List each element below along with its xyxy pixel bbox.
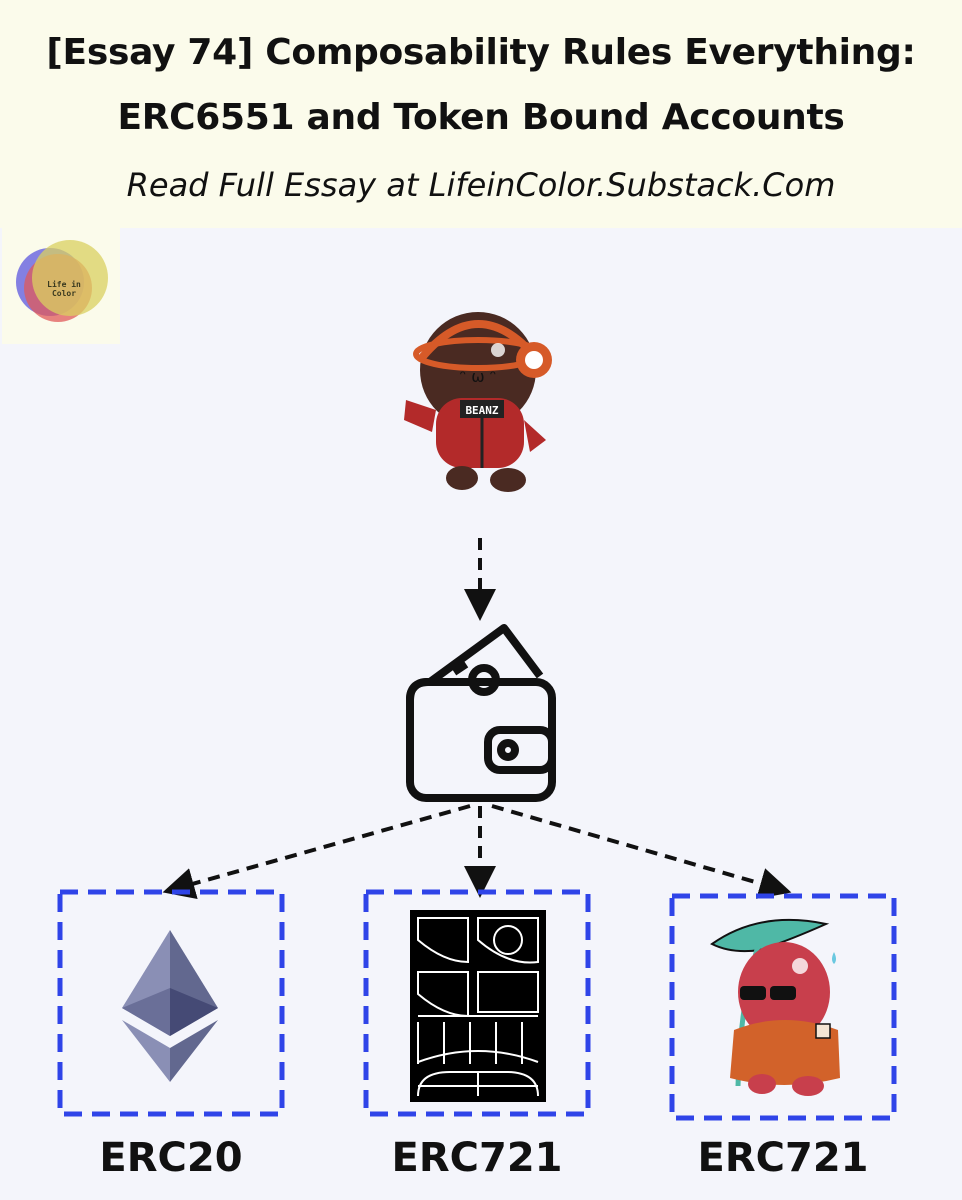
beanz-character-nft: ᵔ ω ᵔ BEANZ: [404, 312, 552, 492]
svg-text:BEANZ: BEANZ: [465, 404, 498, 417]
abstract-nft-art: [410, 910, 546, 1102]
logo-circles-icon: [16, 240, 108, 322]
wallet-icon: [406, 624, 556, 802]
title-line-2: ERC6551 and Token Bound Accounts: [117, 97, 845, 138]
azuki-bean-nft: [710, 919, 840, 1096]
label-erc20: ERC20: [99, 1135, 243, 1181]
header-banner: [0, 0, 962, 228]
subtitle: Read Full Essay at LifeinColor.Substack.…: [126, 166, 836, 204]
ethereum-icon: [122, 930, 218, 1082]
title-line-1: [Essay 74] Composability Rules Everythin…: [46, 32, 916, 73]
logo-text: Life in Color: [47, 280, 81, 298]
svg-text:ᵔ ω ᵔ: ᵔ ω ᵔ: [460, 367, 497, 386]
logo: [2, 226, 120, 344]
label-erc721-a: ERC721: [391, 1135, 563, 1181]
arrow-to-erc20: [162, 804, 471, 900]
label-erc721-b: ERC721: [697, 1135, 869, 1181]
arrow-to-erc721-b: [491, 804, 792, 899]
